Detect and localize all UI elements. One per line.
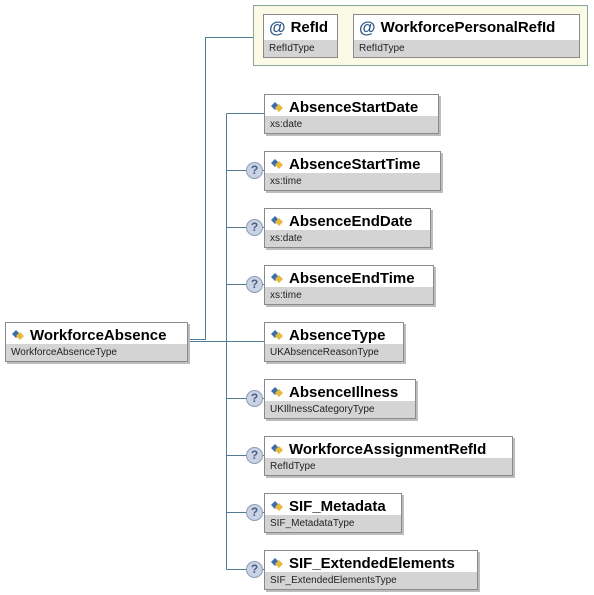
element-name: AbsenceEndTime [289, 269, 415, 287]
root-element-name: WorkforceAbsence [30, 326, 167, 344]
element-name: AbsenceStartTime [289, 155, 421, 173]
root-element-node[interactable]: WorkforceAbsence WorkforceAbsenceType [5, 322, 188, 362]
element-type: xs:time [265, 173, 440, 190]
element-icon [270, 557, 284, 569]
element-icon [270, 443, 284, 455]
optional-question-icon: ? [246, 390, 263, 407]
element-icon [270, 386, 284, 398]
element-node-sif-metadata[interactable]: SIF_Metadata SIF_MetadataType [264, 493, 402, 533]
element-icon [270, 101, 284, 113]
optional-question-icon: ? [246, 276, 263, 293]
element-node-absenceendtime[interactable]: AbsenceEndTime xs:time [264, 265, 434, 305]
element-name: AbsenceEndDate [289, 212, 413, 230]
attribute-icon: @ [269, 17, 286, 37]
element-type: xs:time [265, 287, 433, 304]
element-icon [270, 215, 284, 227]
element-icon [270, 158, 284, 170]
element-node-sif-extendedelements[interactable]: SIF_ExtendedElements SIF_ExtendedElement… [264, 550, 478, 590]
optional-question-icon: ? [246, 447, 263, 464]
element-node-absencestartdate[interactable]: AbsenceStartDate xs:date [264, 94, 439, 134]
element-name: SIF_Metadata [289, 497, 386, 515]
attribute-type: RefIdType [354, 40, 579, 57]
element-node-absenceillness[interactable]: AbsenceIllness UKIllnessCategoryType [264, 379, 416, 419]
element-type: UKAbsenceReasonType [265, 344, 403, 361]
element-icon [270, 500, 284, 512]
optional-question-icon: ? [246, 561, 263, 578]
element-type: RefIdType [265, 458, 512, 475]
optional-question-icon: ? [246, 162, 263, 179]
element-type: xs:date [265, 116, 438, 133]
attribute-icon: @ [359, 17, 376, 37]
element-icon [270, 272, 284, 284]
attributes-connector [188, 37, 253, 340]
element-name: AbsenceIllness [289, 383, 399, 401]
element-icon [11, 329, 25, 341]
attribute-group: @ RefId RefIdType @ WorkforcePersonalRef… [253, 5, 588, 66]
attribute-name: RefId [290, 18, 329, 36]
optional-question-icon: ? [246, 504, 263, 521]
element-type: SIF_ExtendedElementsType [265, 572, 477, 589]
element-type: SIF_MetadataType [265, 515, 401, 532]
element-node-absencestarttime[interactable]: AbsenceStartTime xs:time [264, 151, 441, 191]
element-icon [270, 329, 284, 341]
attribute-name: WorkforcePersonalRefId [380, 18, 556, 36]
element-name: WorkforceAssignmentRefId [289, 440, 487, 458]
attribute-node-refid[interactable]: @ RefId RefIdType [263, 14, 338, 58]
element-node-workforceassignmentrefid[interactable]: WorkforceAssignmentRefId RefIdType [264, 436, 513, 476]
element-type: xs:date [265, 230, 430, 247]
element-node-absencetype[interactable]: AbsenceType UKAbsenceReasonType [264, 322, 404, 362]
element-name: AbsenceStartDate [289, 98, 419, 116]
element-node-absenceenddate[interactable]: AbsenceEndDate xs:date [264, 208, 431, 248]
attribute-node-workforcepersonalrefid[interactable]: @ WorkforcePersonalRefId RefIdType [353, 14, 580, 58]
optional-question-icon: ? [246, 219, 263, 236]
root-element-type: WorkforceAbsenceType [6, 344, 187, 361]
element-name: AbsenceType [289, 326, 386, 344]
attribute-type: RefIdType [264, 40, 337, 57]
element-type: UKIllnessCategoryType [265, 401, 415, 418]
element-name: SIF_ExtendedElements [289, 554, 455, 572]
